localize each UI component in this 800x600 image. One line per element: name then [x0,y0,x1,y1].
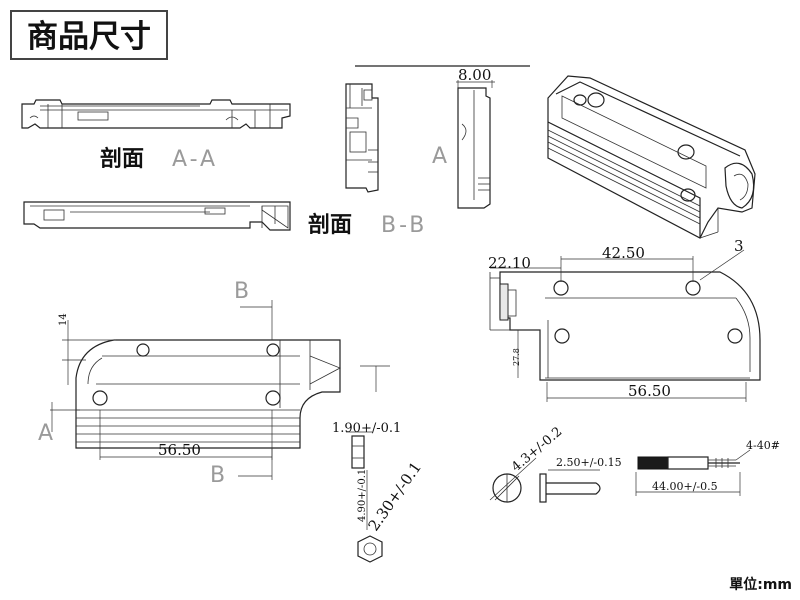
section-bb-view [23,201,291,231]
dim-nut-width: 1.90+/-0.1 [332,421,401,436]
screw-side-detail [539,469,601,503]
isometric-view [547,75,756,239]
dim-pin-thread: 4-40# [746,439,780,452]
dim-right-length: 56.50 [628,382,671,400]
section-bb-suffix: B-B [381,213,427,238]
pin-detail [635,449,751,496]
right-main-view [489,249,761,402]
marker-b-bottom: B [210,463,225,488]
section-bb-prefix: 剖面 [308,212,352,238]
unit-label: 單位:mm [729,577,792,593]
section-aa-suffix: A-A [172,147,218,172]
dim-right-offset: 22.10 [488,254,531,272]
dim-pin-length: 44.00+/-0.5 [652,480,718,493]
page-title: 商品尺寸 [10,10,168,60]
marker-b-top: B [234,279,249,304]
front-view [50,300,390,480]
dim-nut-diagonal: 2.30+/-0.1 [365,458,426,534]
marker-a-left: A [38,421,53,446]
dim-right-hole-span: 42.50 [602,244,645,262]
nut-detail [346,431,383,563]
dim-front-length: 56.50 [158,441,201,459]
dim-side-width: 8.00 [458,66,491,84]
section-aa-prefix: 剖面 [100,146,144,172]
side-profile-view [345,83,379,193]
section-aa-view [21,99,291,129]
dim-front-height: 14 [58,313,69,326]
dim-screw-shank: 2.50+/-0.15 [556,456,622,469]
screw-head-detail [489,457,537,503]
dim-nut-height: 4.90+/-0.1 [357,469,368,522]
a-side-view [456,80,495,209]
marker-a-side: A [432,144,447,169]
dim-right-callout: 3 [734,237,744,255]
dim-right-height: 27.8 [512,348,521,366]
